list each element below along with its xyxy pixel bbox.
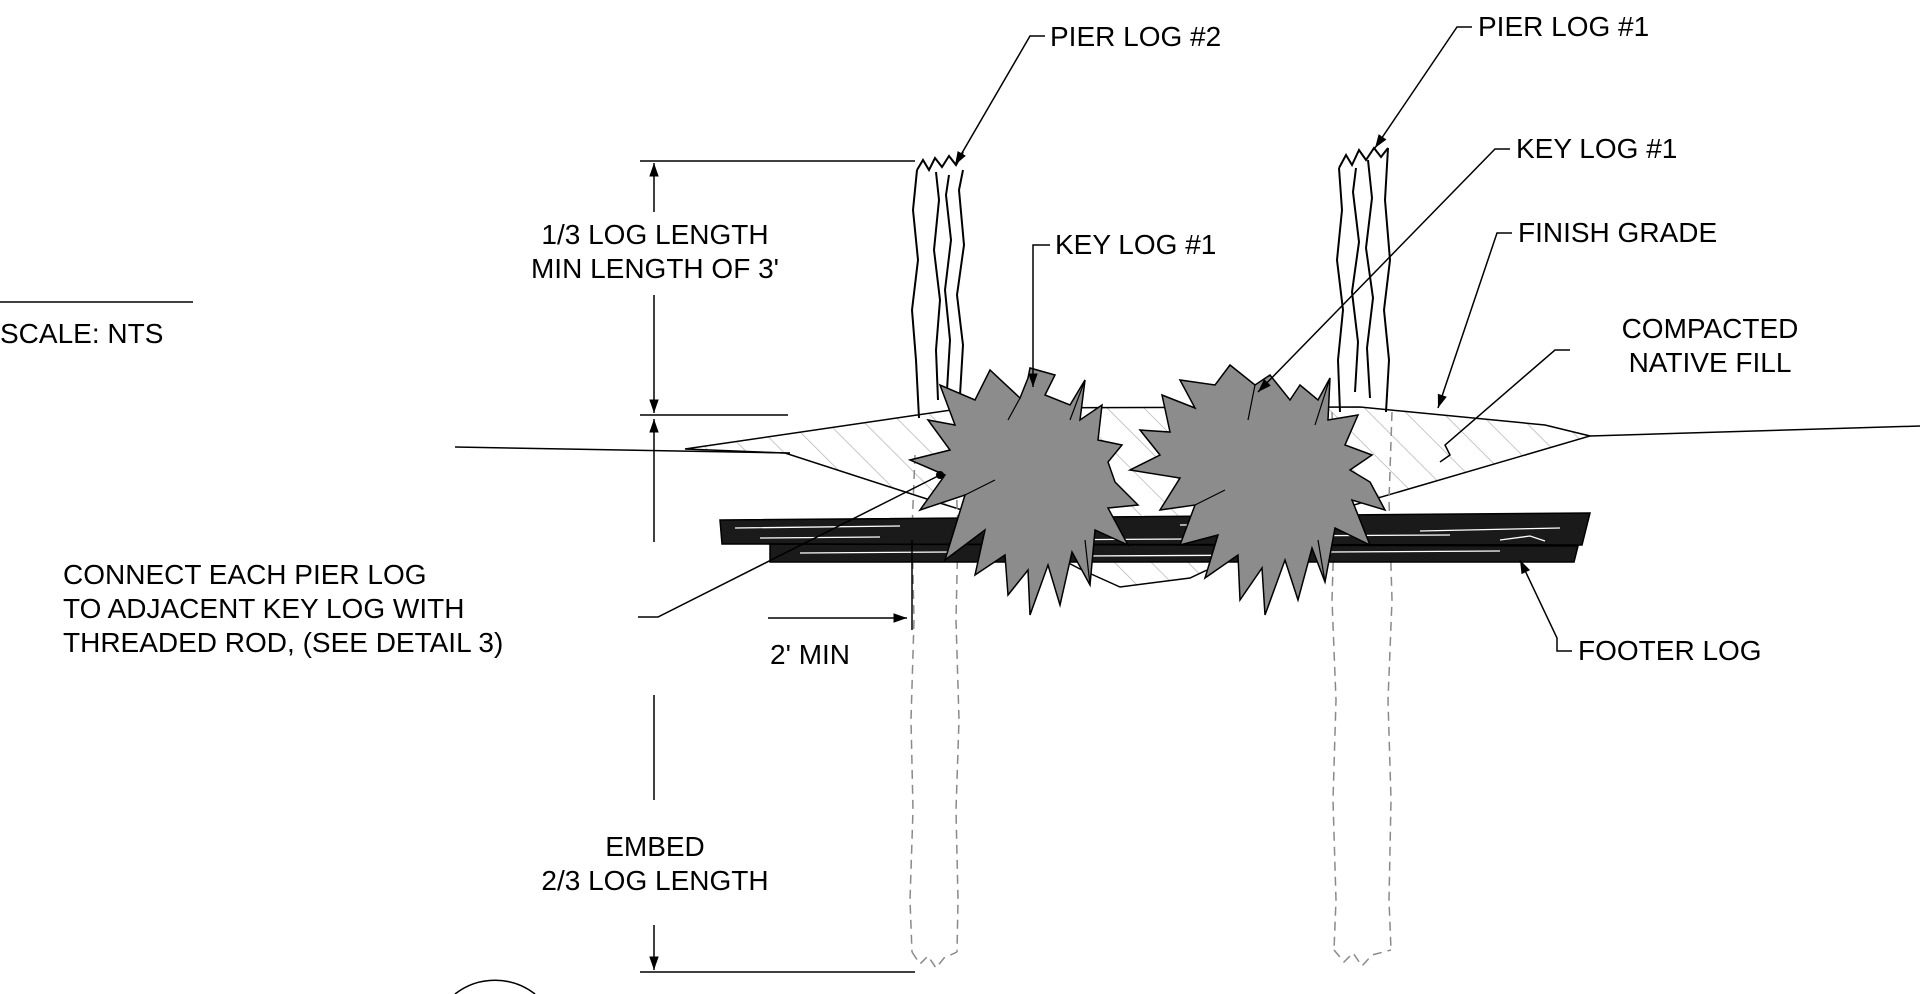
label-finish-grade: FINISH GRADE <box>1518 217 1718 248</box>
upper-dimension-line-1: 1/3 LOG LENGTH <box>541 219 769 250</box>
key-log-rootwads <box>907 363 1387 616</box>
dimension-1-3-log-length <box>640 160 915 416</box>
label-lower-dimension: EMBED 2/3 LOG LENGTH <box>500 830 810 898</box>
label-pier-log-1: PIER LOG #1 <box>1478 11 1650 42</box>
label-compacted-native-fill: COMPACTED NATIVE FILL <box>1585 312 1835 380</box>
dimension-2-min <box>768 540 913 630</box>
label-pier-log-2: PIER LOG #2 <box>1050 21 1222 52</box>
label-upper-dimension: 1/3 LOG LENGTH MIN LENGTH OF 3' <box>500 218 810 286</box>
lower-dimension-line-1: EMBED <box>605 831 705 862</box>
buried-pier-log-1 <box>1331 411 1393 968</box>
label-footer-log: FOOTER LOG <box>1578 635 1762 666</box>
label-key-log-1-right: KEY LOG #1 <box>1516 133 1678 164</box>
lower-dimension-line-2: 2/3 LOG LENGTH <box>541 865 769 896</box>
label-compacted-line-1: COMPACTED <box>1621 313 1799 344</box>
detail-bubble-arc <box>454 979 536 994</box>
label-2-min: 2' MIN <box>770 639 851 670</box>
connect-note-line-1: CONNECT EACH PIER LOG <box>63 559 427 590</box>
leader-lines <box>638 26 1572 652</box>
rootwad-left <box>907 367 1140 616</box>
scale-label: SCALE: NTS <box>0 318 164 349</box>
connect-note-line-2: TO ADJACENT KEY LOG WITH <box>63 593 465 624</box>
pier-log-1 <box>1335 146 1392 413</box>
label-connect-note: CONNECT EACH PIER LOG TO ADJACENT KEY LO… <box>63 558 503 660</box>
label-compacted-line-2: NATIVE FILL <box>1628 347 1792 378</box>
existing-grade-right <box>1589 425 1921 437</box>
rootwad-right <box>1127 363 1387 616</box>
pier-log-2 <box>910 151 966 419</box>
dimension-embed-2-3-log-length <box>640 419 915 973</box>
upper-dimension-line-2: MIN LENGTH OF 3' <box>530 253 780 284</box>
connect-note-line-3: THREADED ROD, (SEE DETAIL 3) <box>63 627 504 658</box>
existing-grade-left <box>454 446 791 454</box>
label-key-log-1-center: KEY LOG #1 <box>1055 229 1217 260</box>
